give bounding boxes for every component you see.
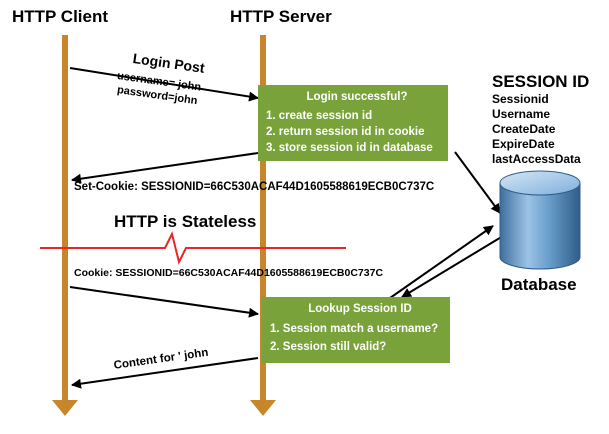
- server-heading: HTTP Server: [230, 7, 332, 26]
- set-cookie-arrow: [71, 152, 259, 184]
- lookup-session-box: Lookup Session ID 1. Session match a use…: [262, 297, 450, 363]
- stateless-separator: [40, 231, 346, 265]
- client-heading: HTTP Client: [12, 7, 109, 26]
- login-successful-box: Login successful? 1. create session id 2…: [258, 85, 448, 161]
- lookup-step-2: 2. Session still valid?: [270, 341, 387, 353]
- session-id-title: SESSION ID: [492, 72, 590, 91]
- schema-field-expiredate: ExpireDate: [492, 137, 555, 151]
- lookup-box-title: Lookup Session ID: [308, 303, 412, 315]
- server-lifeline: [250, 35, 276, 416]
- schema-field-createdate: CreateDate: [492, 122, 556, 136]
- database-label: Database: [501, 275, 577, 294]
- lookup-step-1: 1. Session match a username?: [270, 323, 439, 335]
- content-arrow: [71, 357, 259, 389]
- cookie-arrow: [69, 286, 259, 318]
- set-cookie-label: Set-Cookie: SESSIONID=66C530ACAF44D16055…: [74, 181, 435, 193]
- login-step-2: 2. return session id in cookie: [266, 126, 425, 138]
- cookie-label: Cookie: SESSIONID=66C530ACAF44D160558861…: [74, 267, 384, 279]
- login-step-3: 3. store session id in database: [266, 142, 433, 154]
- database-icon: [499, 170, 581, 270]
- schema-field-lastaccessdata: lastAccessData: [492, 152, 581, 166]
- lookup-response-arrow: [401, 235, 504, 298]
- stateless-heading: HTTP is Stateless: [114, 212, 257, 231]
- lookup-query-arrow: [389, 225, 494, 299]
- schema-field-sessionid: Sessionid: [492, 92, 549, 106]
- store-session-arrow: [454, 151, 501, 214]
- client-lifeline: [52, 35, 78, 416]
- login-step-1: 1. create session id: [266, 110, 373, 122]
- login-post-arrow: [69, 67, 259, 102]
- login-box-title: Login successful?: [306, 91, 408, 103]
- session-id-schema: SESSION ID Sessionid Username CreateDate…: [492, 72, 589, 167]
- schema-field-username: Username: [492, 107, 551, 121]
